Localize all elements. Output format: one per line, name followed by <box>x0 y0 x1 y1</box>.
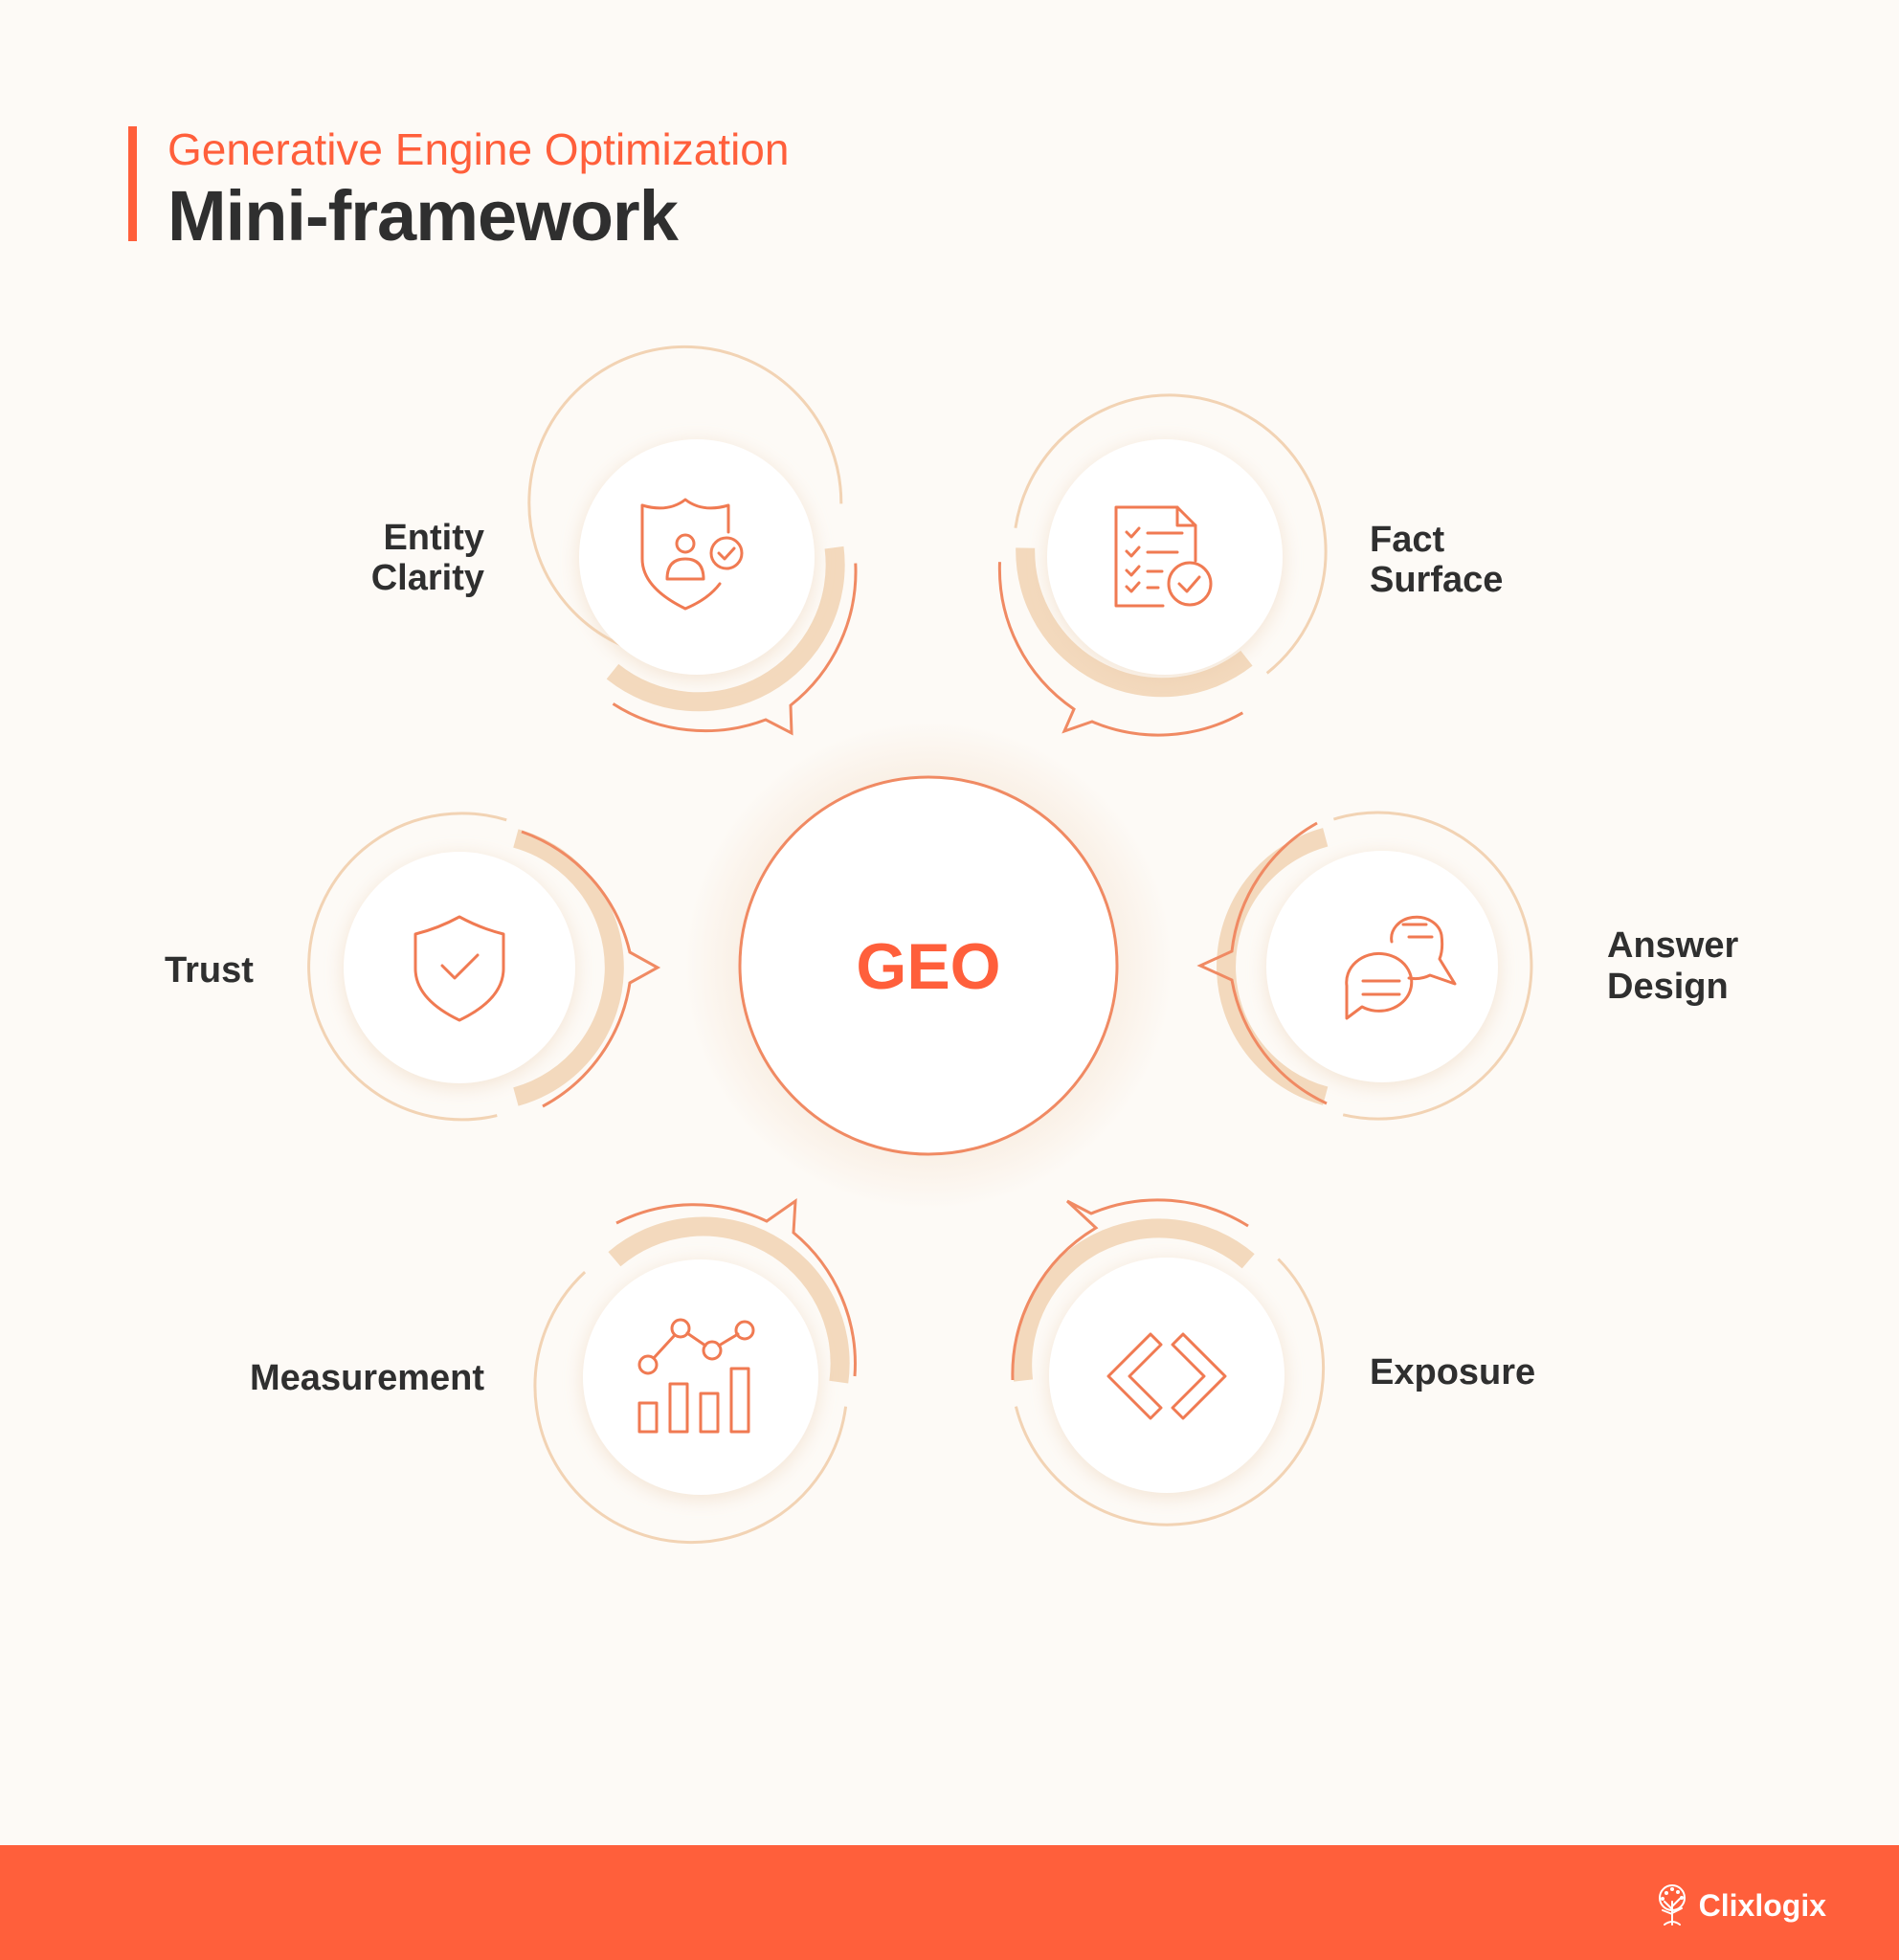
code-brackets-icon <box>1106 1332 1227 1420</box>
node-label-line: Answer <box>1607 925 1738 966</box>
node-exposure: Exposure <box>1011 1198 1535 1526</box>
node-label-line: Fact <box>1370 520 1444 560</box>
node-label-line: Trust <box>165 950 254 991</box>
node-circle <box>344 852 575 1083</box>
node-label-line: Surface <box>1370 560 1503 600</box>
chat-bubbles-icon <box>1345 915 1457 1020</box>
pointer-arc <box>612 563 858 736</box>
node-entity-clarity: Entity Clarity <box>371 345 858 736</box>
outer-ring <box>1014 1258 1326 1526</box>
node-circle <box>579 439 815 675</box>
node-circle <box>1047 439 1283 675</box>
checklist-document-icon <box>1114 505 1213 608</box>
node-circle <box>1266 851 1498 1082</box>
accent-bar <box>128 126 137 241</box>
outer-ring <box>1332 811 1533 1121</box>
outer-ring <box>527 345 843 659</box>
node-label-line: Entity <box>383 518 484 558</box>
node-label-line: Design <box>1607 967 1729 1007</box>
shield-check-icon <box>413 915 505 1022</box>
outer-ring <box>1014 393 1328 675</box>
node-trust: Trust <box>165 812 661 1122</box>
node-circle <box>583 1259 818 1495</box>
progress-band <box>513 829 624 1106</box>
outer-ring <box>533 1271 848 1545</box>
node-fact-surface: Fact Surface <box>997 393 1503 737</box>
pointer-arc <box>1011 1198 1249 1381</box>
progress-band <box>1016 547 1253 698</box>
progress-band <box>606 546 845 712</box>
center-label: GEO <box>856 930 1000 1003</box>
brand-logo[interactable]: Clixlogix <box>1653 1882 1826 1929</box>
node-measurement: Measurement <box>250 1197 857 1545</box>
progress-band <box>1217 828 1329 1105</box>
progress-band <box>1013 1218 1255 1382</box>
pointer-arc <box>997 562 1244 737</box>
page-subtitle: Generative Engine Optimization <box>168 124 790 174</box>
progress-band <box>608 1216 850 1384</box>
center-circle <box>738 775 1119 1156</box>
center-hub: GEO <box>684 722 1173 1210</box>
node-answer-design: Answer Design <box>1196 811 1738 1121</box>
shield-user-check-icon <box>640 498 744 611</box>
brand-name: Clixlogix <box>1698 1887 1826 1923</box>
node-label-line: Exposure <box>1370 1352 1535 1392</box>
node-circle <box>1049 1258 1285 1493</box>
pointer-arc <box>521 830 661 1108</box>
footer-bar: Clixlogix <box>0 1845 1899 1960</box>
tree-logo-icon <box>1658 1884 1686 1926</box>
outer-ring <box>307 812 507 1122</box>
pointer-arc <box>1196 821 1328 1105</box>
pointer-arc <box>615 1197 857 1377</box>
node-label-line: Measurement <box>250 1358 484 1398</box>
page-title: Mini-framework <box>168 176 679 256</box>
bar-line-chart-icon <box>637 1318 755 1434</box>
header: Generative Engine Optimization Mini-fram… <box>128 122 1277 256</box>
node-label-line: Clarity <box>371 558 484 598</box>
